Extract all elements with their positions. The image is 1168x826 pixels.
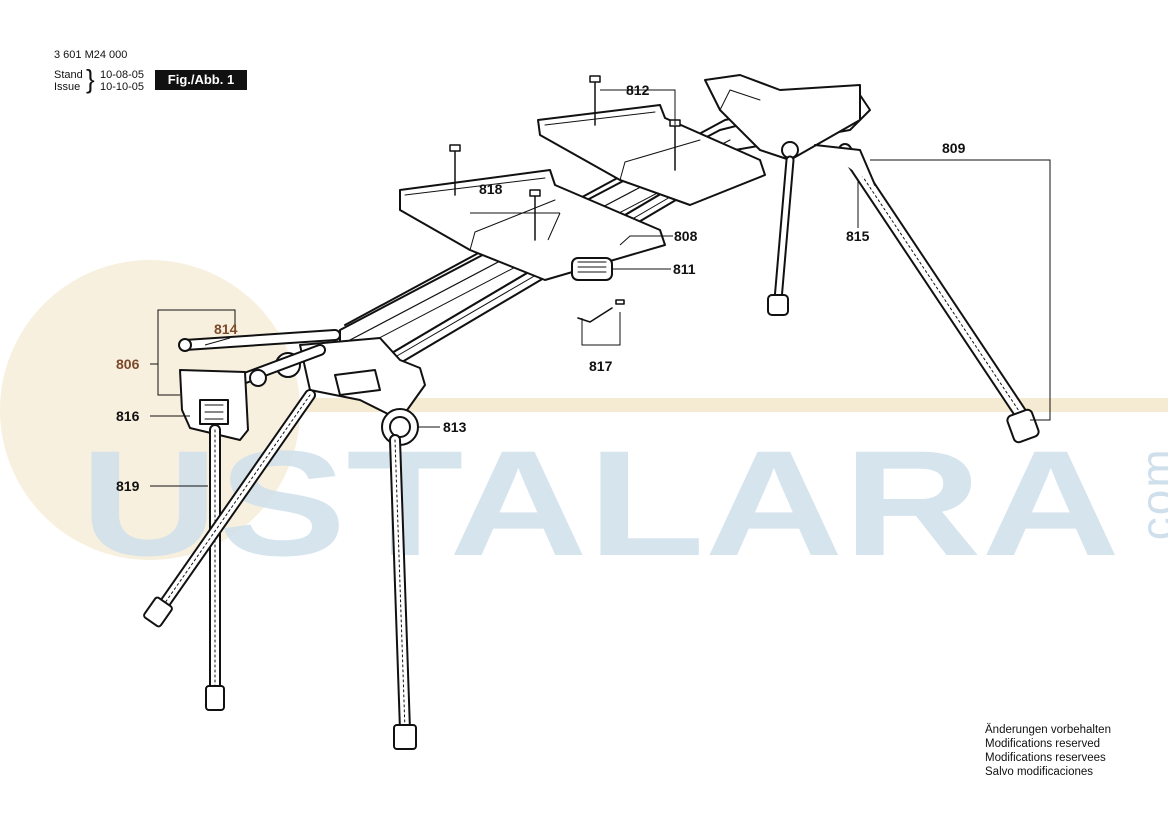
middle-leg (389, 434, 417, 750)
left-leg-819 (205, 424, 225, 711)
callout-812: 812 (626, 82, 650, 98)
watermark-circle (0, 260, 300, 560)
leader-806-814-bracket (150, 309, 236, 365)
callout-817: 817 (589, 358, 613, 374)
watermark-text: USTALARA (80, 419, 1120, 587)
issue-date: 10-10-05 (100, 81, 145, 93)
footer-line-fr: Modifications reservees (985, 752, 1106, 764)
footer-line-de: Änderungen vorbehalten (985, 724, 1111, 736)
callout-814: 814 (214, 321, 238, 337)
right-leg-front (814, 143, 1040, 444)
callout-816: 816 (116, 408, 140, 424)
leader-lines (150, 89, 1051, 487)
leader-806 (157, 364, 180, 396)
footer-line-es: Salvo modificaciones (985, 766, 1094, 778)
handle-811 (571, 257, 613, 281)
callout-813: 813 (443, 419, 467, 435)
bracket-rear (537, 104, 766, 206)
stand-label: Stand (54, 69, 83, 81)
stop-block-816 (179, 369, 249, 441)
leader-809 (870, 159, 1051, 421)
callout-806: 806 (116, 356, 140, 372)
footer-line-en: Modifications reserved (985, 738, 1101, 750)
issue-label: Issue (54, 81, 81, 93)
right-leg-rear (767, 155, 795, 316)
left-leg-diagonal (143, 389, 316, 628)
hex-key-817 (577, 299, 625, 323)
callout-811: 811 (673, 261, 696, 277)
callout-819: 819 (116, 478, 140, 494)
stand-date: 10-08-05 (100, 69, 145, 81)
leader-818 (470, 212, 561, 241)
leader-808 (619, 235, 673, 246)
figure-label: Fig./Abb. 1 (155, 70, 247, 90)
bracket-front (399, 169, 666, 281)
watermark: USTALARA (0, 260, 1168, 587)
watermark-band (300, 398, 1168, 412)
callout-808: 808 (674, 228, 698, 244)
callout-815: 815 (846, 228, 870, 244)
callout-809: 809 (942, 140, 966, 156)
document-number: 3 601 M24 000 (54, 49, 128, 61)
callout-818: 818 (479, 181, 503, 197)
bolts (449, 75, 681, 241)
watermark-domain: .com (1131, 447, 1168, 555)
brace-icon: } (86, 64, 95, 94)
right-end-assembly (704, 74, 861, 161)
leader-817 (581, 312, 621, 346)
